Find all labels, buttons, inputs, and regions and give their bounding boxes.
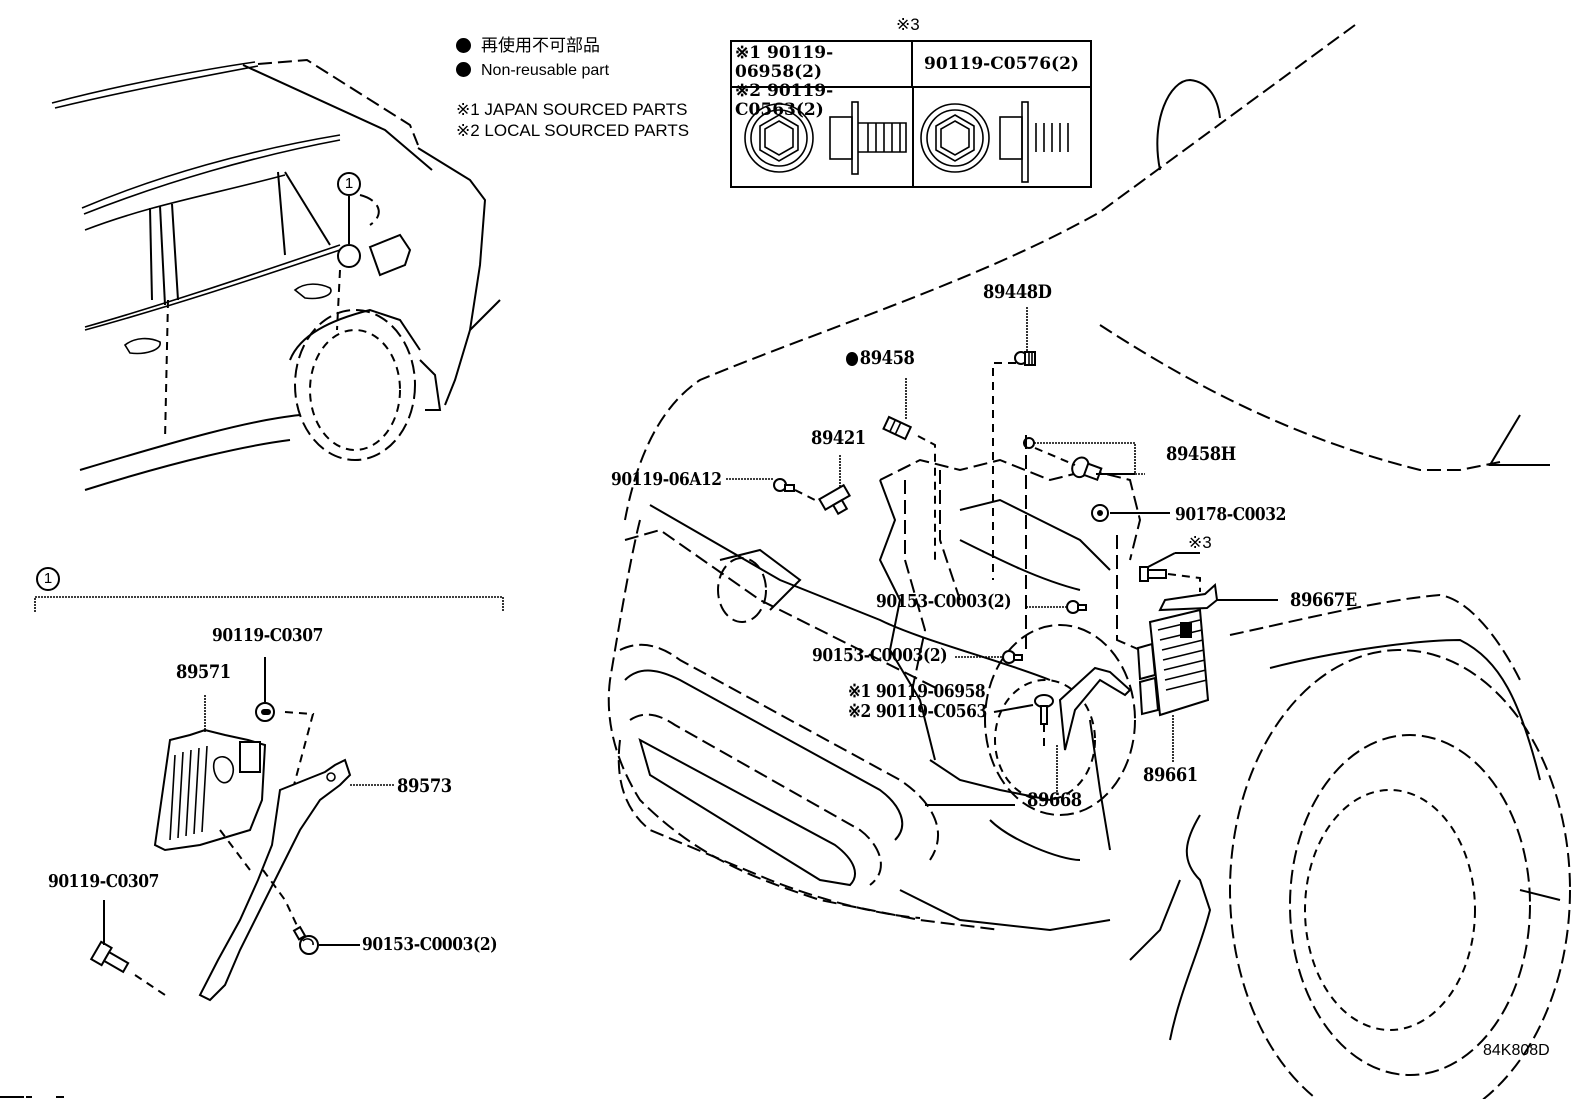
nut-90178-c0032 bbox=[1091, 504, 1109, 522]
part-label-90153-c0003-detail[interactable]: 90153-C0003(2) bbox=[362, 934, 498, 955]
part-label-89458h[interactable]: 89458H bbox=[1166, 443, 1236, 465]
part-label-89661[interactable]: 89661 bbox=[1143, 764, 1198, 786]
part-label-90119-c0307-bottom[interactable]: 90119-C0307 bbox=[48, 871, 159, 892]
part-label-89667e[interactable]: 89667E bbox=[1290, 589, 1357, 611]
part-label-89573[interactable]: 89573 bbox=[397, 775, 452, 797]
bolt-note3 bbox=[1139, 566, 1167, 582]
bolt-90119-06a12 bbox=[773, 478, 795, 492]
spec-col2-text: 90119-C0576(2) bbox=[924, 54, 1079, 74]
callout-detail-group[interactable]: 1 bbox=[36, 567, 60, 591]
part-label-90153-c0003-a[interactable]: 90153-C0003(2) bbox=[876, 591, 1012, 612]
bolt-spec-table: ※1 90119-06958(2) ※2 90119-C0563(2) 9011… bbox=[730, 40, 1092, 188]
part-label-89668[interactable]: 89668 bbox=[1027, 789, 1082, 811]
part-label-90119-06958[interactable]: ※1 90119-06958 bbox=[848, 681, 986, 702]
part-label-90119-c0307-top[interactable]: 90119-C0307 bbox=[212, 625, 323, 646]
legend-non-reusable-en: Non-reusable part bbox=[456, 61, 609, 81]
ecu-89661 bbox=[1136, 608, 1210, 717]
spec-divider bbox=[912, 88, 914, 186]
part-label-90178-c0032[interactable]: 90178-C0032 bbox=[1175, 504, 1286, 525]
nut-90119-c0307-top bbox=[255, 702, 275, 722]
rear-vehicle-illustration bbox=[51, 58, 501, 491]
legend-non-reusable-jp: 再使用不可部品 bbox=[456, 36, 600, 56]
detail-parts bbox=[89, 657, 395, 1002]
spec-col1-line2: ※2 90119-C0563(2) bbox=[735, 81, 834, 120]
module-89571 bbox=[153, 728, 267, 852]
callout-rear-location[interactable]: 1 bbox=[337, 172, 361, 196]
bolt-90119-06958 bbox=[1034, 694, 1054, 725]
sensor-89458 bbox=[882, 415, 913, 441]
nut-90153-c0003-detail bbox=[292, 925, 319, 955]
bolt-illustrations bbox=[744, 101, 1069, 183]
non-reusable-bullet-icon bbox=[456, 62, 471, 77]
legend-text-en: Non-reusable part bbox=[481, 62, 610, 79]
part-label-89458[interactable]: 89458 bbox=[846, 347, 915, 369]
part-label-note3[interactable]: ※3 bbox=[1188, 533, 1212, 552]
part-label-90119-06a12[interactable]: 90119-06A12 bbox=[611, 469, 722, 490]
legend-note-1: ※1 JAPAN SOURCED PARTS bbox=[456, 100, 688, 119]
non-reusable-bullet-icon bbox=[456, 38, 471, 53]
detail-group-bracket bbox=[34, 596, 504, 612]
spec-col1-line1: ※1 90119-06958(2) bbox=[735, 43, 834, 82]
bracket-89573 bbox=[198, 758, 352, 1002]
sensor-89421 bbox=[818, 483, 851, 516]
sensor-89458h bbox=[1071, 456, 1103, 482]
spec-col1-header: ※1 90119-06958(2) ※2 90119-C0563(2) bbox=[732, 42, 913, 120]
part-label-90153-c0003-b[interactable]: 90153-C0003(2) bbox=[812, 645, 948, 666]
legend-text-jp: 再使用不可部品 bbox=[481, 36, 600, 55]
spec-table-marker: ※3 bbox=[896, 15, 920, 34]
bracket-89668 bbox=[1058, 666, 1132, 751]
spec-col2-header: 90119-C0576(2) bbox=[913, 42, 1090, 88]
bolt-90119-c0307-bottom bbox=[89, 940, 130, 974]
illustration-code: 84K808D bbox=[1483, 1042, 1550, 1059]
part-label-89421[interactable]: 89421 bbox=[811, 427, 866, 449]
front-vehicle-illustration bbox=[607, 24, 1571, 1099]
sensor-89448d bbox=[1014, 351, 1036, 366]
legend-note-2: ※2 LOCAL SOURCED PARTS bbox=[456, 121, 690, 140]
part-label-90119-c0563[interactable]: ※2 90119-C0563 bbox=[848, 701, 987, 722]
part-label-89458-text: 89458 bbox=[859, 347, 915, 369]
parts-hardware bbox=[726, 307, 1278, 806]
bolt-90153-a bbox=[1066, 600, 1087, 614]
part-label-89571[interactable]: 89571 bbox=[176, 661, 231, 683]
bolt-90153-b bbox=[1002, 650, 1023, 664]
bracket-89667e bbox=[1158, 582, 1219, 612]
non-reusable-bullet-icon bbox=[846, 352, 859, 366]
part-label-89448d[interactable]: 89448D bbox=[983, 281, 1052, 303]
